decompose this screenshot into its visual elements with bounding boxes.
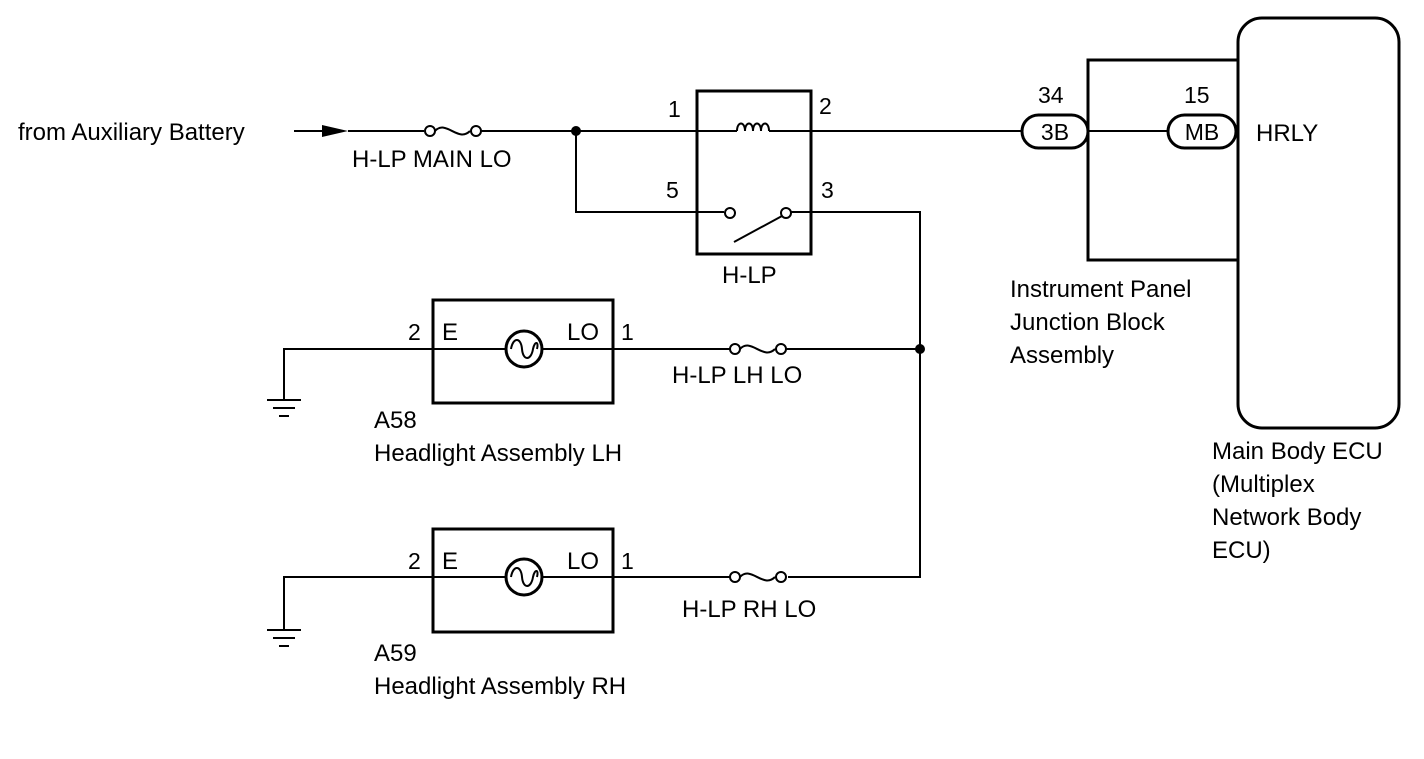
relay-pin-3: 3	[821, 177, 834, 203]
headlight-lh-pin-right: 1	[621, 319, 634, 345]
ecu-connector-badge	[1166, 113, 1238, 150]
main-fuse-label: H-LP MAIN LO	[352, 146, 512, 173]
splice-point-headlights	[915, 344, 925, 354]
junction-block-label-3: Assembly	[1010, 342, 1114, 369]
headlight-rh-name: Headlight Assembly RH	[374, 673, 626, 700]
ecu-label-3: Network Body	[1212, 504, 1361, 531]
fuse-lh-icon	[729, 343, 787, 355]
ecu-pin-number: 15	[1184, 82, 1210, 108]
headlight-lh-pin-left: 2	[408, 319, 421, 345]
headlight-lh-bulb-icon	[504, 329, 544, 369]
junction-connector-code: 3B	[1041, 119, 1069, 145]
fuse-rh-icon	[729, 571, 787, 583]
relay-box	[695, 89, 813, 256]
relay-switch-icon	[724, 207, 792, 243]
relay-pin-5: 5	[666, 177, 679, 203]
ecu-label-2: (Multiplex	[1212, 471, 1315, 498]
junction-pin-number: 34	[1038, 82, 1064, 108]
ecu-terminal-label: HRLY	[1256, 120, 1318, 147]
relay-pin-1: 1	[668, 96, 681, 122]
headlight-rh-pin-right: 1	[621, 548, 634, 574]
source-arrow-icon	[294, 125, 348, 137]
ecu-box	[1236, 16, 1401, 430]
headlight-rh-pin-left: 2	[408, 548, 421, 574]
headlight-rh-term-right: LO	[567, 548, 599, 575]
headlight-lh-term-left: E	[442, 319, 458, 346]
wire-relay-pin3-down	[788, 211, 921, 578]
headlight-rh-code: A59	[374, 640, 417, 667]
junction-block-box	[1086, 58, 1240, 262]
relay-coil-icon	[736, 122, 770, 132]
ground-icon	[267, 348, 433, 417]
fuse-lh-label: H-LP LH LO	[672, 362, 802, 389]
main-fuse-icon	[424, 125, 482, 137]
headlight-rh-bulb-icon	[504, 557, 544, 597]
ecu-label-1: Main Body ECU	[1212, 438, 1383, 465]
headlight-lh-term-right: LO	[567, 319, 599, 346]
junction-block-label-2: Junction Block	[1010, 309, 1166, 336]
wire-to-relay-pin5	[575, 131, 697, 213]
relay-pin-2: 2	[819, 93, 832, 119]
junction-block-label-1: Instrument Panel	[1010, 276, 1191, 303]
headlight-lh-code: A58	[374, 407, 417, 434]
source-label: from Auxiliary Battery	[18, 119, 245, 146]
fuse-rh-label: H-LP RH LO	[682, 596, 816, 623]
headlight-rh-term-left: E	[442, 548, 458, 575]
ecu-connector-code: MB	[1185, 119, 1220, 145]
relay-label: H-LP	[722, 262, 777, 289]
headlight-lh-name: Headlight Assembly LH	[374, 440, 622, 467]
ground-icon	[267, 576, 433, 647]
ecu-label-4: ECU)	[1212, 537, 1271, 564]
